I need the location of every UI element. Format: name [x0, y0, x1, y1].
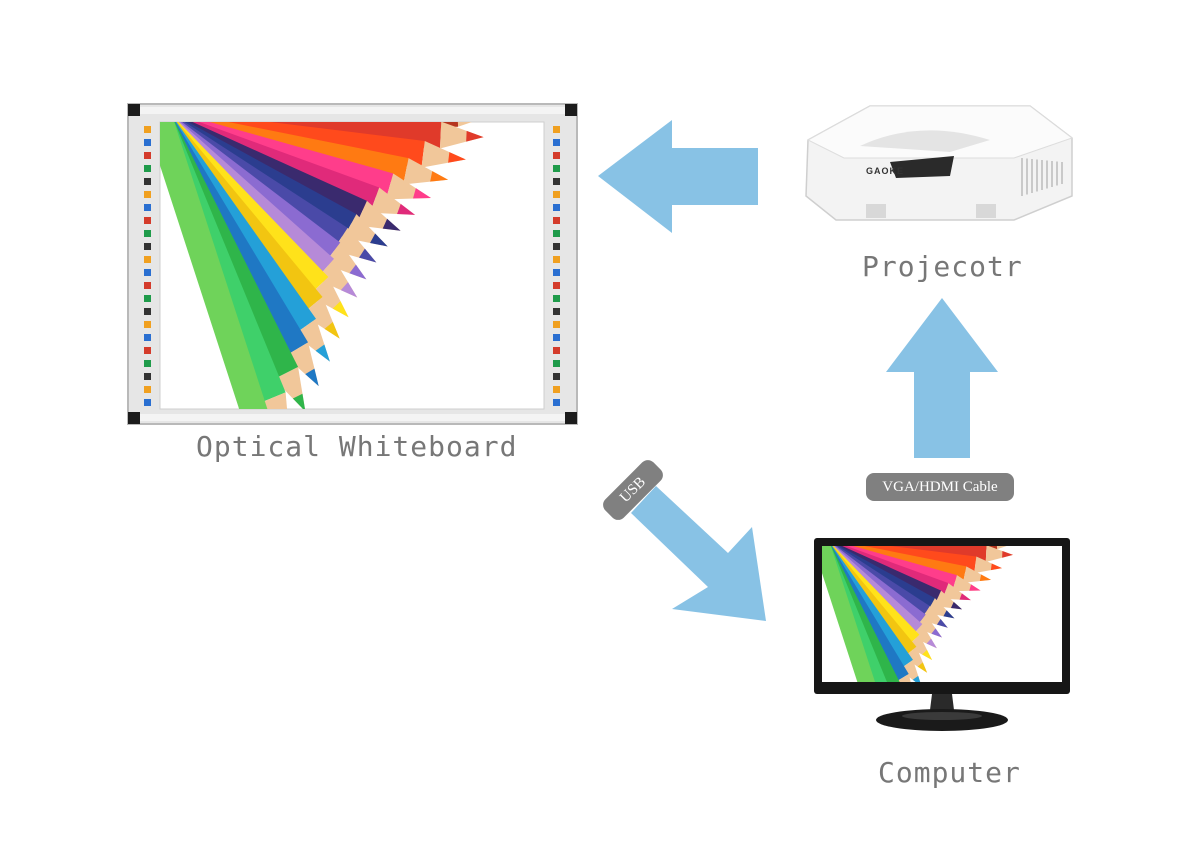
whiteboard-shortcut-icon: [553, 165, 560, 172]
whiteboard-shortcut-icon: [553, 321, 560, 328]
whiteboard-shortcut-icon: [144, 386, 151, 393]
whiteboard-shortcut-icon: [144, 243, 151, 250]
whiteboard-shortcut-icon: [144, 230, 151, 237]
corner-bracket: [565, 412, 577, 424]
whiteboard-shortcut-icon: [144, 165, 151, 172]
whiteboard-shortcut-icon: [553, 282, 560, 289]
whiteboard-shortcut-icon: [144, 126, 151, 133]
whiteboard: [127, 103, 578, 425]
whiteboard-shortcut-icon: [144, 217, 151, 224]
corner-bracket: [128, 412, 140, 424]
whiteboard-shortcut-icon: [144, 334, 151, 341]
whiteboard-shortcut-icon: [144, 373, 151, 380]
whiteboard-shortcut-icon: [553, 126, 560, 133]
whiteboard-shortcut-icon: [144, 282, 151, 289]
arrow-cable-to-projector: [886, 298, 998, 458]
projector-brand: GAOKE: [866, 166, 905, 176]
whiteboard-shortcut-icon: [553, 269, 560, 276]
projector-lens-window: [890, 156, 954, 178]
whiteboard-shortcut-icon: [553, 308, 560, 315]
whiteboard-shortcut-icon: [144, 321, 151, 328]
whiteboard-shortcut-icon: [553, 178, 560, 185]
projector-graphic: [805, 105, 1074, 221]
corner-bracket: [565, 104, 577, 116]
arrow-projector-to-whiteboard: [598, 120, 758, 233]
whiteboard-shortcut-icon: [553, 256, 560, 263]
whiteboard-shortcut-icon: [553, 243, 560, 250]
whiteboard-shortcut-icon: [144, 178, 151, 185]
whiteboard-shortcut-icon: [553, 295, 560, 302]
whiteboard-shortcut-icon: [553, 386, 560, 393]
whiteboard-shortcut-icon: [553, 399, 560, 406]
computer-label: Computer: [878, 756, 1021, 789]
monitor-graphic: [814, 538, 1070, 731]
whiteboard-shortcut-icon: [144, 295, 151, 302]
whiteboard-shortcut-icon: [553, 347, 560, 354]
projector: GAOKE: [800, 100, 1076, 226]
whiteboard-shortcut-icon: [144, 191, 151, 198]
whiteboard-shortcut-icon: [553, 204, 560, 211]
whiteboard-shortcut-icon: [144, 152, 151, 159]
vga-hdmi-cable-badge: VGA/HDMI Cable: [866, 473, 1014, 501]
whiteboard-shortcut-icon: [144, 269, 151, 276]
whiteboard-shortcut-icon: [553, 152, 560, 159]
whiteboard-label: Optical Whiteboard: [196, 430, 518, 463]
whiteboard-shortcut-icon: [144, 399, 151, 406]
whiteboard-shortcut-icon: [553, 139, 560, 146]
pencil: [160, 122, 268, 409]
arrow-usb-to-computer: [631, 486, 766, 621]
whiteboard-shortcut-icon: [144, 139, 151, 146]
computer-monitor: [814, 538, 1070, 736]
whiteboard-shortcut-icon: [553, 191, 560, 198]
pencil: [822, 546, 876, 682]
whiteboard-shortcut-icon: [553, 334, 560, 341]
whiteboard-shortcut-icon: [144, 204, 151, 211]
whiteboard-shortcut-icon: [553, 230, 560, 237]
whiteboard-shortcut-icon: [144, 347, 151, 354]
projector-label: Projecotr: [862, 250, 1023, 283]
whiteboard-shortcut-icon: [553, 373, 560, 380]
whiteboard-shortcut-icon: [144, 256, 151, 263]
whiteboard-shortcut-icon: [553, 217, 560, 224]
corner-bracket: [128, 104, 140, 116]
whiteboard-shortcut-icon: [144, 360, 151, 367]
whiteboard-shortcut-icon: [144, 308, 151, 315]
whiteboard-graphic: [127, 103, 578, 425]
whiteboard-shortcut-icon: [553, 360, 560, 367]
